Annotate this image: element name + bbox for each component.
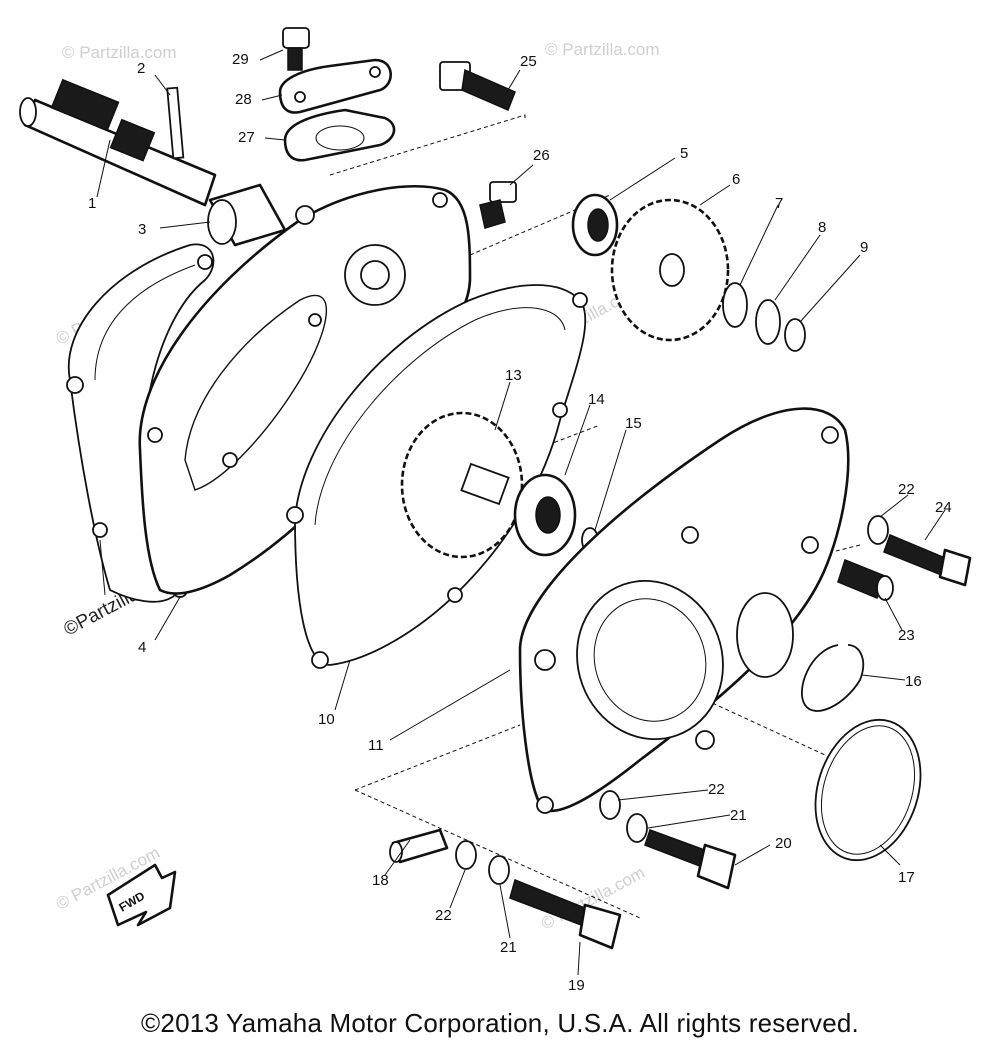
- pin: [166, 86, 185, 160]
- callout-22: 22: [435, 907, 452, 924]
- washer-7: [722, 282, 748, 328]
- bolt-24: [883, 534, 972, 587]
- parts-diagram: © Partzilla.com © Partzilla.com © Partzi…: [19, 27, 972, 994]
- washer-22: [455, 840, 477, 870]
- callout-2: 2: [137, 60, 145, 77]
- callout-10: 10: [318, 711, 335, 728]
- callout-15: 15: [625, 415, 642, 432]
- bolt-25: [439, 61, 516, 111]
- callout-21: 21: [730, 807, 747, 824]
- bolt-20: [644, 829, 737, 890]
- o-ring-17: [814, 718, 922, 862]
- callout-17: 17: [898, 869, 915, 886]
- callout-16: 16: [905, 673, 922, 690]
- circlip-16: [801, 644, 865, 712]
- callout-5: 5: [680, 145, 688, 162]
- callout-1: 1: [88, 195, 96, 212]
- callout-29: 29: [232, 51, 249, 68]
- callout-26: 26: [533, 147, 550, 164]
- callout-22: 22: [898, 481, 915, 498]
- callout-19: 19: [568, 977, 585, 994]
- bearing-14: [513, 473, 577, 557]
- callout-25: 25: [520, 53, 537, 70]
- washer-22-mid: [599, 790, 621, 820]
- worm-shaft: [19, 78, 217, 207]
- cover-gasket: [283, 108, 396, 162]
- callout-24: 24: [935, 499, 952, 516]
- washer-22-right: [867, 515, 889, 545]
- callout-21: 21: [500, 939, 517, 956]
- collar: [207, 183, 287, 247]
- washer-21: [488, 855, 510, 885]
- callout-14: 14: [588, 391, 605, 408]
- bolt-29: [282, 27, 310, 71]
- gear-13: [400, 411, 524, 559]
- callout-28: 28: [235, 91, 252, 108]
- bolt-23: [837, 559, 894, 601]
- callout-3: 3: [138, 221, 146, 238]
- callout-20: 20: [775, 835, 792, 852]
- callout-7: 7: [775, 195, 783, 212]
- callout-6: 6: [732, 171, 740, 188]
- circlip-9: [784, 318, 806, 352]
- bearing-5: [571, 193, 619, 257]
- callout-11: 11: [368, 737, 384, 754]
- watermark: © Partzilla.com: [62, 43, 177, 62]
- leader-lines: [96, 49, 946, 976]
- callout-27: 27: [238, 129, 255, 146]
- callout-9: 9: [860, 239, 868, 256]
- fwd-arrow: FWD: [106, 863, 177, 927]
- callout-23: 23: [898, 627, 915, 644]
- callout-13: 13: [505, 367, 522, 384]
- bolt-19: [509, 878, 622, 950]
- bolt-26: [479, 181, 517, 229]
- washer-21-mid: [626, 813, 648, 843]
- callout-4: 4: [138, 639, 146, 656]
- callout-22: 22: [708, 781, 725, 798]
- callout-18: 18: [372, 872, 389, 889]
- callout-labels: 1 2 3 4 5 6 7 8 9 10 11 13 14 15 16 17 1…: [88, 51, 952, 994]
- copyright-footer: ©2013 Yamaha Motor Corporation, U.S.A. A…: [141, 1008, 859, 1038]
- washer-8: [755, 299, 781, 345]
- callout-8: 8: [818, 219, 826, 236]
- watermark: © Partzilla.com: [545, 40, 660, 59]
- gear-6: [610, 198, 730, 342]
- cover-plate: [278, 58, 392, 114]
